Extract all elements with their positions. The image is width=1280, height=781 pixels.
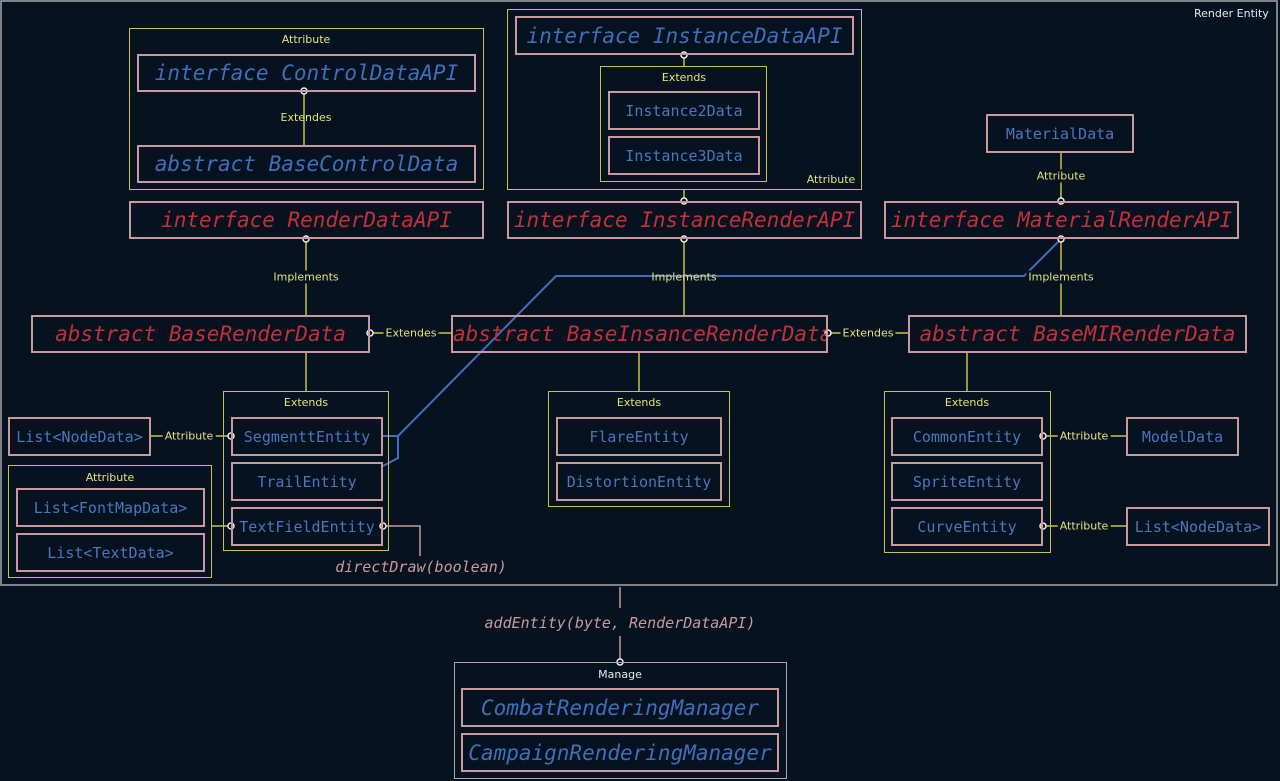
instance-render-extends-group: [548, 391, 730, 507]
segment-entity-node[interactable]: SegmenttEntity: [231, 417, 383, 456]
manage-group: [454, 662, 787, 779]
material-attribute-label: Attribute: [1034, 169, 1088, 183]
distortion-entity-node[interactable]: DistortionEntity: [556, 462, 722, 501]
segment-attribute-label: Attribute: [162, 429, 216, 443]
instance-attribute-group: [507, 9, 862, 190]
instance3-data-node[interactable]: Instance3Data: [608, 136, 760, 175]
instance-render-extends-label: Extends: [616, 396, 662, 409]
instance-data-api-node[interactable]: interface InstanceDataAPI: [515, 16, 854, 55]
direct-draw-method: directDraw(boolean): [335, 558, 507, 576]
render-entity-frame: [0, 0, 1278, 586]
campaign-rendering-manager-node[interactable]: CampaignRenderingManager: [461, 733, 779, 772]
mi-extends-group: [884, 391, 1051, 553]
extendes-right-label: Extendes: [840, 326, 896, 340]
text-field-entity-node[interactable]: TextFieldEntity: [231, 507, 383, 546]
text-attribute-group: [8, 465, 212, 578]
text-attribute-label: Attribute: [85, 471, 135, 484]
common-entity-node[interactable]: CommonEntity: [891, 417, 1043, 456]
render-data-api-node[interactable]: interface RenderDataAPI: [129, 201, 484, 239]
control-attribute-group: [129, 28, 484, 190]
render-extends-label: Extends: [283, 396, 329, 409]
add-entity-method: addEntity(byte, RenderDataAPI): [484, 614, 756, 632]
instance-extends-group: [600, 66, 767, 182]
curve-entity-node[interactable]: CurveEntity: [891, 507, 1043, 546]
implements-right-label: Implements: [1026, 270, 1096, 284]
base-instance-render-data-node[interactable]: abstract BaseInsanceRenderData: [451, 315, 828, 353]
implements-center-label: Implements: [651, 270, 717, 284]
cross-link-line: [382, 238, 1062, 467]
combat-rendering-manager-node[interactable]: CombatRenderingManager: [461, 688, 779, 727]
instance2-data-node[interactable]: Instance2Data: [608, 91, 760, 130]
implements-left-label: Implements: [271, 270, 341, 284]
trail-entity-node[interactable]: TrailEntity: [231, 462, 383, 501]
manage-label: Manage: [598, 668, 642, 681]
flare-entity-node[interactable]: FlareEntity: [556, 417, 722, 456]
curve-attribute-label: Attribute: [1057, 519, 1111, 533]
instance-attribute-label: Attribute: [806, 173, 856, 186]
base-control-data-node[interactable]: abstract BaseControlData: [137, 145, 476, 183]
extendes-left-label: Extendes: [383, 326, 439, 340]
common-attribute-label: Attribute: [1057, 429, 1111, 443]
instance-extends-label: Extends: [661, 71, 707, 84]
list-node-data-left-node[interactable]: List<NodeData>: [8, 417, 151, 456]
material-data-node[interactable]: MaterialData: [986, 114, 1134, 153]
pink-connectors: [383, 525, 621, 662]
instance-render-api-node[interactable]: interface InstanceRenderAPI: [507, 201, 862, 239]
sprite-entity-node[interactable]: SpriteEntity: [891, 462, 1043, 501]
control-extendes-label: Extendes: [280, 111, 332, 124]
model-data-node[interactable]: ModelData: [1126, 417, 1239, 456]
base-mi-render-data-node[interactable]: abstract BaseMIRenderData: [908, 315, 1247, 353]
mi-extends-label: Extends: [944, 396, 990, 409]
list-font-map-data-node[interactable]: List<FontMapData>: [16, 488, 205, 527]
list-text-data-node[interactable]: List<TextData>: [16, 533, 205, 572]
base-render-data-node[interactable]: abstract BaseRenderData: [31, 315, 370, 353]
material-render-api-node[interactable]: interface MaterialRenderAPI: [884, 201, 1239, 239]
render-extends-group: [223, 391, 389, 551]
frame-title: Render Entity: [1194, 7, 1269, 20]
control-data-api-node[interactable]: interface ControlDataAPI: [137, 54, 476, 92]
control-attribute-label: Attribute: [281, 33, 331, 46]
list-node-data-right-node[interactable]: List<NodeData>: [1126, 507, 1270, 546]
